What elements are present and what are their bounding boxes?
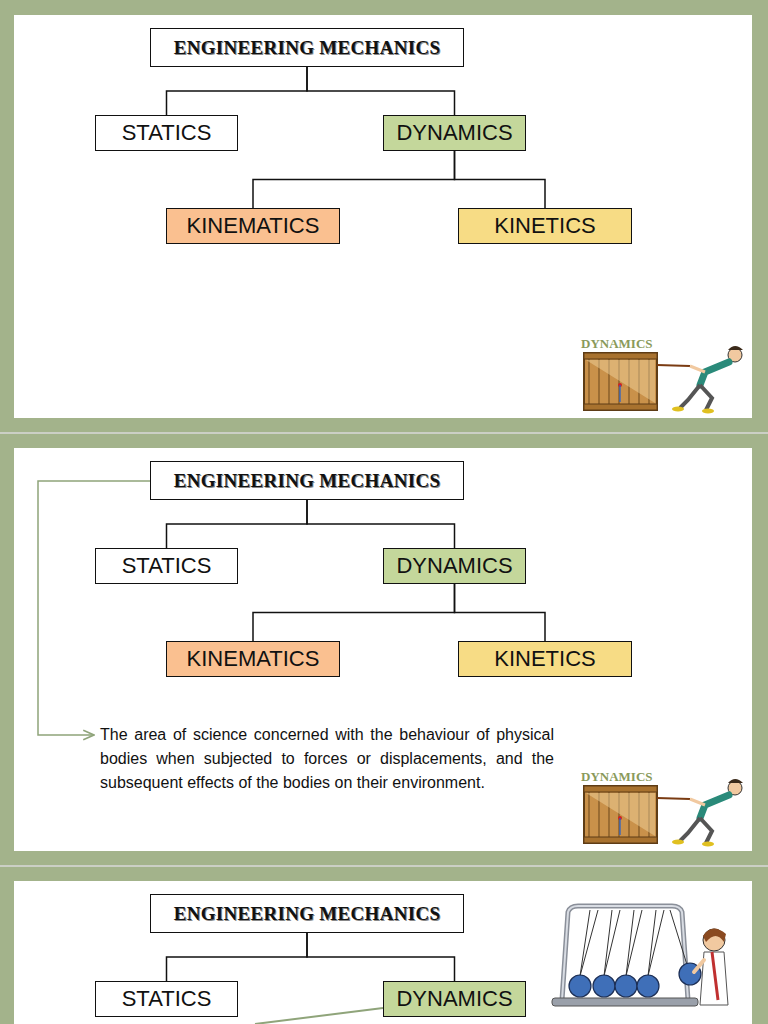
node-label: STATICS [122, 986, 212, 1012]
branch-box: STATICS [95, 548, 238, 584]
newtons-cradle-illustration [552, 906, 728, 1006]
title-box: ENGINEERING MECHANICS [150, 894, 464, 933]
node-label: ENGINEERING MECHANICS [174, 903, 441, 925]
branch-box: STATICS [95, 115, 238, 151]
node-label: STATICS [122, 553, 212, 579]
slide-divider [0, 865, 768, 867]
slide-panel [14, 448, 752, 851]
tree-connector [167, 500, 308, 548]
tree-connector [307, 500, 455, 548]
leader-line [255, 1008, 383, 1024]
node-label: ENGINEERING MECHANICS [174, 470, 441, 492]
node-label: STATICS [122, 120, 212, 146]
branch-box: DYNAMICS [383, 981, 526, 1017]
branch-box: DYNAMICS [383, 115, 526, 151]
crate-illustration [584, 779, 743, 847]
title-box: ENGINEERING MECHANICS [150, 28, 464, 67]
node-label: ENGINEERING MECHANICS [174, 37, 441, 59]
node-label: DYNAMICS [396, 553, 512, 579]
node-label: DYNAMICS [396, 120, 512, 146]
illustration-label: DYNAMICS [580, 336, 654, 352]
sub-branch-box: KINEMATICS [166, 641, 340, 677]
node-label: KINEMATICS [187, 646, 320, 672]
illustration-label: DYNAMICS [580, 769, 654, 785]
node-label: KINETICS [494, 646, 595, 672]
tree-connector [167, 67, 308, 115]
sub-branch-box: KINETICS [458, 208, 632, 244]
slide-divider [0, 432, 768, 434]
branch-box: STATICS [95, 981, 238, 1017]
sub-branch-box: KINEMATICS [166, 208, 340, 244]
crate-illustration [584, 346, 743, 414]
definition-text: The area of science concerned with the b… [100, 723, 554, 795]
tree-connector [307, 933, 455, 981]
tree-connector [455, 584, 546, 641]
tree-connector [253, 584, 455, 641]
node-label: KINETICS [494, 213, 595, 239]
node-label: KINEMATICS [187, 213, 320, 239]
sub-branch-box: KINETICS [458, 641, 632, 677]
tree-connector [167, 933, 308, 981]
branch-box: DYNAMICS [383, 548, 526, 584]
slide-panel [14, 15, 752, 418]
leader-arrow [38, 481, 150, 735]
tree-connector [253, 151, 455, 208]
slide-panel [14, 881, 752, 1024]
node-label: DYNAMICS [396, 986, 512, 1012]
tree-connector [307, 67, 455, 115]
title-box: ENGINEERING MECHANICS [150, 461, 464, 500]
tree-connector [455, 151, 546, 208]
